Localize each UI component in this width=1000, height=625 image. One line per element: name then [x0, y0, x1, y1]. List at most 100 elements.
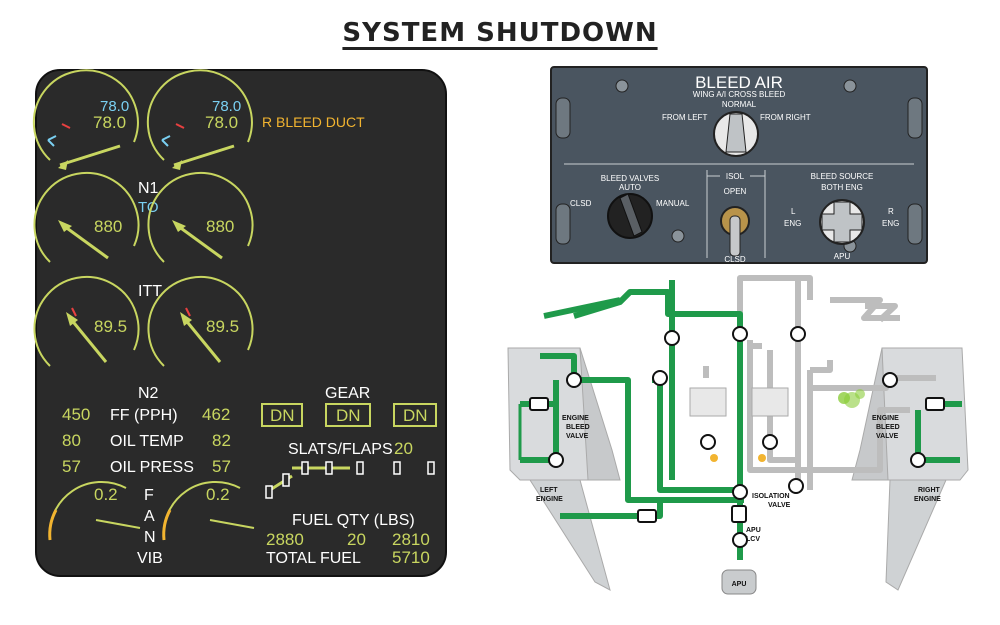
right-bleed-valve-label-1: ENGINE — [872, 415, 899, 422]
right-precooler — [751, 387, 789, 417]
ff-right: 462 — [202, 405, 230, 424]
n1-left-value: 78.0 — [93, 113, 126, 132]
right-engine-label-2: ENGINE — [914, 496, 941, 503]
vib-gauge-right — [162, 480, 255, 541]
vib-label-a: A — [144, 508, 155, 525]
bleed-valves-label: BLEED VALVES — [601, 174, 659, 183]
bleed-source-l-label: L — [791, 207, 796, 216]
bleed-air-subtitle: WING A/I CROSS BLEED — [693, 90, 786, 99]
left-engine-label-1: LEFT — [540, 487, 558, 494]
vib-right-value: 0.2 — [206, 485, 230, 504]
bleed-source-r-eng-label: ENG — [882, 219, 899, 228]
itt-right-value: 880 — [206, 217, 234, 236]
fuel-left: 2880 — [266, 530, 304, 549]
isolation-toggle-switch[interactable] — [720, 206, 750, 257]
left-bleed-valve-label-3: VALVE — [566, 433, 589, 440]
right-bleed-valve-label-2: BLEED — [876, 424, 900, 431]
eicas-bezel — [35, 69, 447, 577]
slats-flaps-label: SLATS/FLAPS — [288, 441, 393, 458]
apu-lcv-label-2: LCV — [746, 536, 760, 543]
fuel-center: 20 — [347, 530, 366, 549]
bleed-valves-manual-label: MANUAL — [656, 199, 690, 208]
slats-flaps-indicator — [265, 461, 435, 499]
isol-clsd-label: CLSD — [724, 255, 746, 264]
vib-label: VIB — [137, 550, 163, 567]
n1-right-cmd: 78.0 — [212, 98, 241, 115]
n1-label: N1 — [138, 180, 159, 197]
isolation-valve-label-2: VALVE — [768, 502, 791, 509]
left-engine-label-2: ENGINE — [536, 496, 563, 503]
valve-icons — [529, 326, 945, 548]
itt-label: ITT — [138, 283, 162, 300]
vib-left-value: 0.2 — [94, 485, 118, 504]
fuel-qty-label: FUEL QTY (LBS) — [292, 512, 415, 529]
cross-bleed-normal-label: NORMAL — [722, 100, 757, 109]
eicas-display: 78.0 78.0 78.0 78.0 R BLEED DUCT N1 TO 8… — [32, 69, 447, 577]
bleed-source-l-eng-label: ENG — [784, 219, 801, 228]
left-engine-nacelle — [507, 347, 621, 591]
bleed-schematic: ENGINE BLEED VALVE ENGINE BLEED VALVE LE… — [507, 275, 969, 595]
right-temp-sensor — [758, 454, 766, 462]
total-fuel-value: 5710 — [392, 548, 430, 567]
bleed-leak-indicator — [838, 389, 865, 408]
itt-gauge-left — [33, 171, 140, 263]
n2-right-value: 89.5 — [206, 317, 239, 336]
ff-label: FF (PPH) — [110, 407, 178, 424]
active-duct-network — [518, 280, 962, 560]
n2-gauge-right — [147, 275, 254, 367]
total-fuel-label: TOTAL FUEL — [266, 550, 361, 567]
gear-label: GEAR — [325, 385, 370, 402]
isol-label: ISOL — [726, 172, 745, 181]
bleed-source-label: BLEED SOURCE — [811, 172, 874, 181]
bleed-valves-clsd-label: CLSD — [570, 199, 592, 208]
oil-temp-right: 82 — [212, 431, 231, 450]
n2-gauge-left — [33, 275, 140, 367]
slats-flaps-value: 20 — [394, 439, 413, 458]
bleed-valves-selector-knob[interactable] — [607, 193, 653, 239]
bleed-source-r-label: R — [888, 207, 894, 216]
oil-temp-left: 80 — [62, 431, 81, 450]
itt-left-value: 880 — [94, 217, 122, 236]
page-title: SYSTEM SHUTDOWN — [342, 18, 658, 48]
left-precooler — [689, 387, 727, 417]
oil-press-right: 57 — [212, 457, 231, 476]
n1-mode: TO — [138, 199, 159, 216]
left-bleed-valve-label-2: BLEED — [566, 424, 590, 431]
bleed-air-panel: BLEED AIR WING A/I CROSS BLEED NORMAL FR… — [550, 66, 928, 264]
n2-left-value: 89.5 — [94, 317, 127, 336]
bleed-valves-auto-label: AUTO — [619, 183, 641, 192]
ff-left: 450 — [62, 405, 90, 424]
right-engine-label-1: RIGHT — [918, 487, 941, 494]
left-temp-sensor — [710, 454, 718, 462]
right-bleed-valve-label-3: VALVE — [876, 433, 899, 440]
bleed-source-apu-label: APU — [834, 252, 851, 261]
bleed-source-selector-knob[interactable] — [819, 199, 865, 245]
gear-right: DN — [403, 406, 428, 425]
apu-unit — [721, 569, 757, 595]
r-bleed-duct-advisory: R BLEED DUCT — [262, 114, 365, 130]
gear-left-box — [261, 403, 303, 427]
cross-bleed-selector-knob[interactable] — [713, 111, 759, 157]
gear-nose: DN — [336, 406, 361, 425]
vib-label-n: N — [144, 529, 156, 546]
isolation-valve-label-1: ISOLATION — [752, 493, 790, 500]
oil-press-left: 57 — [62, 457, 81, 476]
cross-bleed-from-right-label: FROM RIGHT — [760, 113, 811, 122]
gear-right-box — [393, 403, 437, 427]
bleed-air-title: BLEED AIR — [695, 73, 783, 92]
gear-left: DN — [270, 406, 295, 425]
isol-open-label: OPEN — [724, 187, 747, 196]
n1-gauge-right — [146, 69, 253, 170]
gear-nose-box — [325, 403, 371, 427]
n1-gauge-left — [32, 69, 139, 170]
n1-right-value: 78.0 — [205, 113, 238, 132]
oil-press-label: OIL PRESS — [110, 459, 194, 476]
apu-lcv-label-1: APU — [746, 527, 761, 534]
vib-gauge-left — [48, 480, 141, 541]
cross-bleed-from-left-label: FROM LEFT — [662, 113, 707, 122]
vib-label-f: F — [144, 487, 154, 504]
bleed-source-both-label: BOTH ENG — [821, 183, 863, 192]
fuel-right: 2810 — [392, 530, 430, 549]
n1-left-cmd: 78.0 — [100, 98, 129, 115]
apu-label: APU — [732, 581, 747, 588]
